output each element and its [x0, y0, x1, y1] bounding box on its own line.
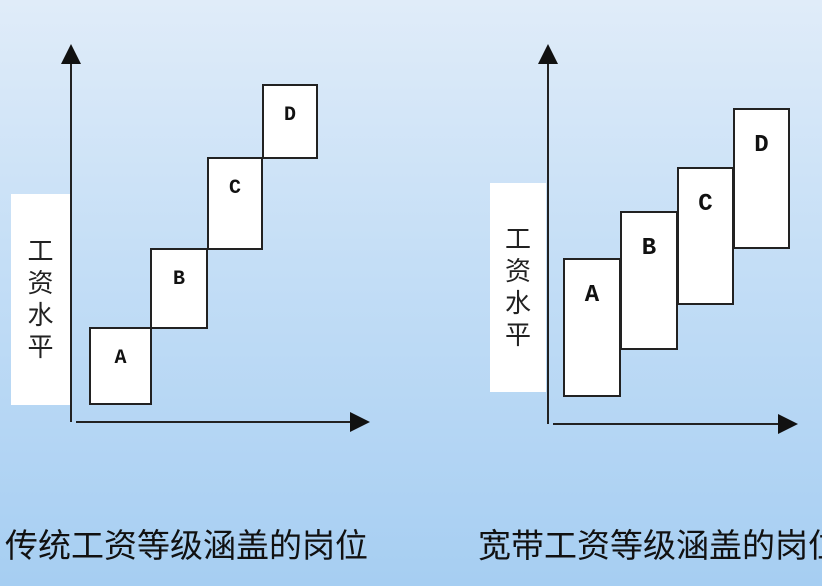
right-box-a: A [563, 258, 621, 397]
box-label: C [698, 191, 713, 218]
left-box-d: D [262, 84, 318, 159]
box-label: B [641, 235, 657, 262]
box-label: A [584, 282, 600, 309]
box-label: B [172, 268, 185, 291]
right-box-b: B [620, 211, 678, 350]
box-label: C [228, 177, 241, 200]
label-char: 资 [504, 256, 531, 287]
box-label: D [283, 104, 296, 127]
left-caption: 传统工资等级涵盖的岗位 [5, 526, 368, 565]
right-box-d: D [733, 108, 790, 249]
label-char: 水 [27, 300, 54, 331]
label-char: 资 [27, 268, 54, 299]
left-box-c: C [207, 157, 263, 250]
label-char: 工 [504, 224, 531, 255]
right-y-axis-label: 工 资 水 平 [490, 183, 546, 392]
label-char: 平 [504, 320, 531, 351]
box-label: A [114, 347, 127, 370]
right-box-c: C [677, 167, 734, 305]
label-char: 水 [504, 288, 531, 319]
left-y-axis-label: 工 资 水 平 [11, 194, 70, 405]
right-caption: 宽带工资等级涵盖的岗位 [478, 526, 822, 565]
left-box-a: A [89, 327, 152, 405]
label-char: 工 [27, 236, 54, 267]
left-box-b: B [150, 248, 208, 329]
label-char: 平 [27, 332, 54, 363]
box-label: D [754, 132, 769, 159]
